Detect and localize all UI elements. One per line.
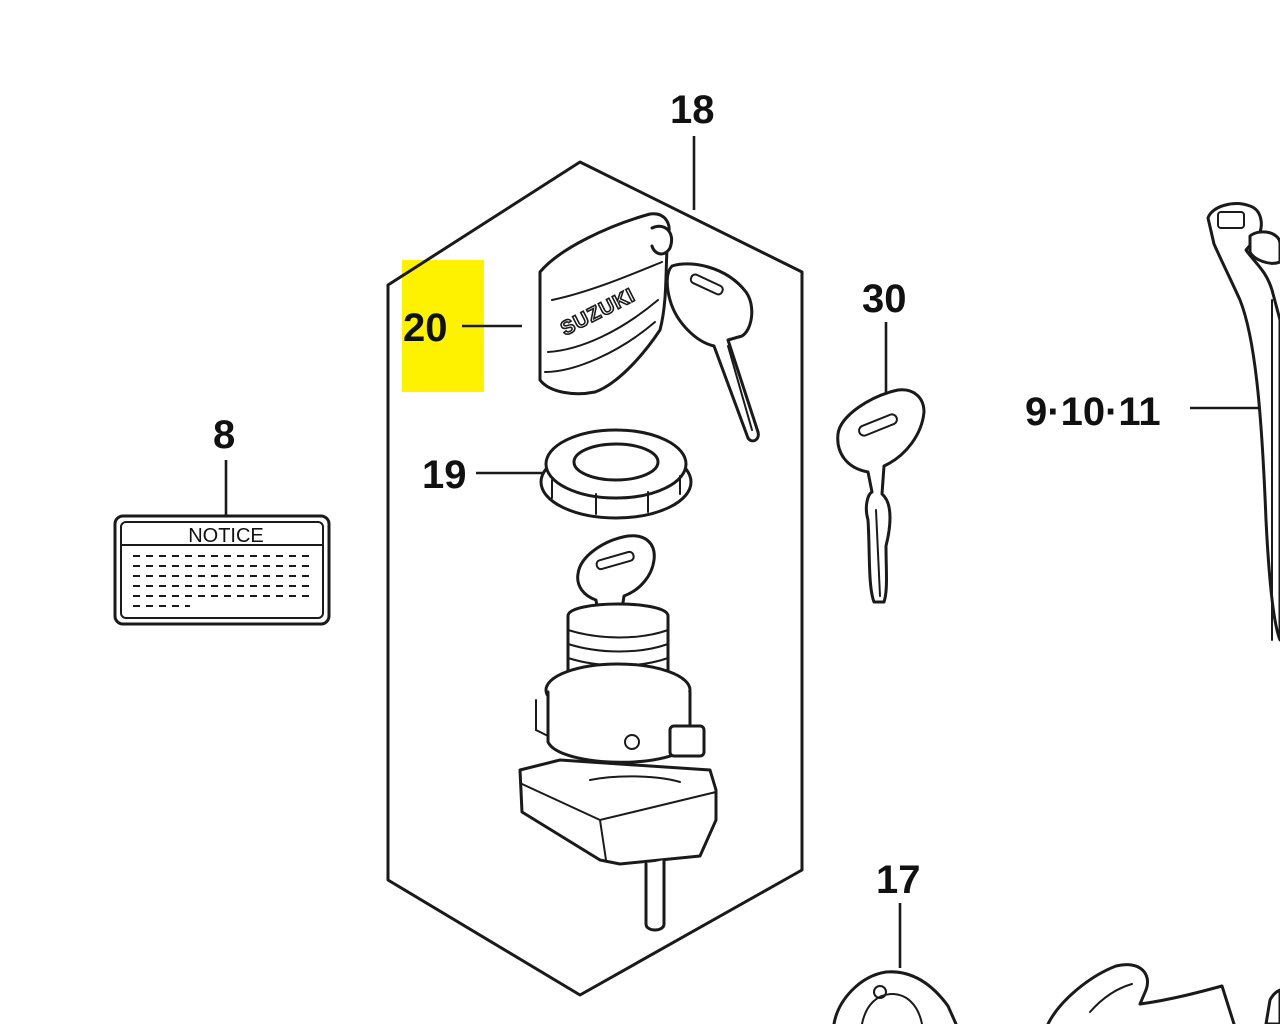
callout-30: 30 [862, 277, 907, 321]
ring-nut-part-19 [539, 428, 693, 520]
callout-9-10-11: 9·10·11 [1025, 390, 1161, 434]
cable-part-bottom-right [1046, 963, 1280, 1024]
grommet-part-17 [832, 970, 958, 1024]
callout-19: 19 [422, 453, 467, 497]
spare-key-part-30 [836, 388, 926, 604]
notice-label-title: NOTICE [188, 525, 264, 547]
notice-label-part: NOTICE [113, 514, 331, 626]
ignition-switch-body [518, 534, 718, 932]
callout-20: 20 [403, 306, 448, 350]
assembly-outline-18 [386, 160, 804, 997]
callout-17: 17 [876, 858, 921, 902]
callout-8: 8 [213, 413, 235, 457]
callout-18: 18 [670, 88, 715, 132]
wiring-part-9-10-11 [1206, 202, 1280, 642]
key-cap-part-20: SUZUKI [538, 212, 760, 443]
